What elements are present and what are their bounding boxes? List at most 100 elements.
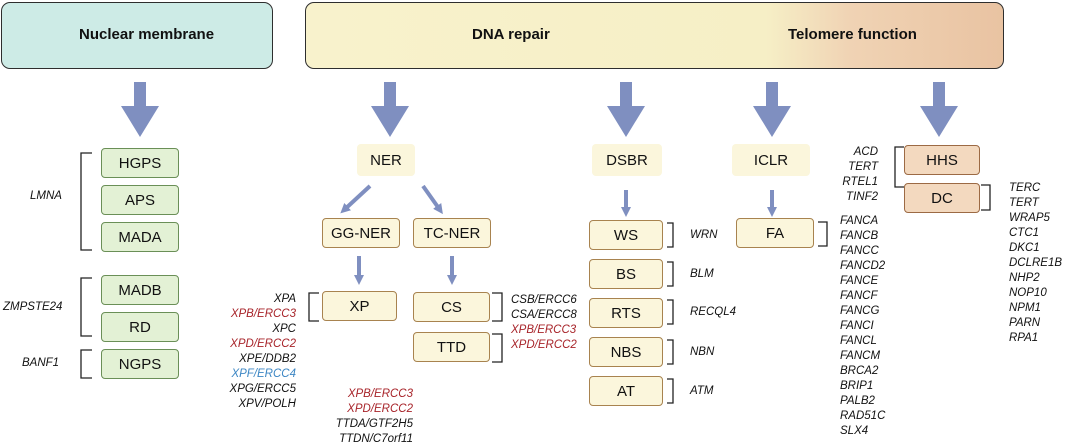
arrow-ner-tc (421, 184, 443, 215)
box-at: AT (589, 376, 663, 406)
gene-fa-1: FANCB (840, 230, 879, 242)
gene-ttd-1: XPD/ERCC2 (347, 403, 413, 415)
bracket-ttd (492, 333, 503, 363)
gene-dc-4: DKC1 (1009, 242, 1040, 254)
gene-dc-10: RPA1 (1009, 332, 1039, 344)
box-nbs: NBS (589, 337, 663, 367)
gene-blm: BLM (690, 268, 714, 280)
box-dsbr: DSBR (592, 144, 662, 176)
box-hgps: HGPS (101, 148, 179, 178)
bracket-lmna (80, 152, 92, 251)
box-ner: NER (357, 144, 415, 176)
nuclear-membrane-header: Nuclear membrane (1, 2, 273, 69)
box-madb: MADB (101, 275, 179, 305)
gene-xp-2: XPC (272, 323, 296, 335)
gene-fa-5: FANCF (840, 290, 878, 302)
bracket-zmpste24 (80, 277, 92, 337)
bracket-dc (981, 184, 991, 211)
arrow-ner (371, 82, 409, 137)
box-aps: APS (101, 185, 179, 215)
box-ngps: NGPS (101, 349, 179, 379)
gene-hhs-2: RTEL1 (842, 176, 878, 188)
gene-dc-8: NPM1 (1009, 302, 1041, 314)
gene-fa-13: RAD51C (840, 410, 886, 422)
bracket-bs (667, 261, 674, 287)
gene-hhs-3: TINF2 (846, 191, 878, 203)
gene-fa-11: BRIP1 (840, 380, 874, 392)
box-bs: BS (589, 259, 663, 289)
gene-dc-6: NHP2 (1009, 272, 1040, 284)
gene-fa-6: FANCG (840, 305, 880, 317)
gene-xp-1: XPB/ERCC3 (230, 308, 296, 320)
box-fa: FA (736, 218, 814, 248)
gene-fa-8: FANCL (840, 335, 877, 347)
box-iclr: ICLR (732, 144, 810, 176)
gene-wrn: WRN (690, 229, 718, 241)
gene-fa-0: FANCA (840, 215, 879, 227)
box-rd: RD (101, 312, 179, 342)
dna-repair-title: DNA repair (472, 26, 550, 43)
gene-hhs-1: TERT (848, 161, 878, 173)
gene-cs-0: CSB/ERCC6 (511, 294, 577, 306)
box-rts: RTS (589, 298, 663, 328)
gene-zmpste24: ZMPSTE24 (3, 301, 63, 313)
box-hhs: HHS (904, 145, 980, 175)
box-dc: DC (904, 183, 980, 213)
bracket-hhs (894, 146, 904, 188)
genes-fa: FANCA FANCB FANCC FANCD2 FANCE FANCF FAN… (840, 214, 885, 439)
bracket-xp (308, 292, 319, 322)
gene-xp-5: XPF/ERCC4 (231, 368, 296, 380)
gene-xp-0: XPA (273, 293, 296, 305)
gene-banf1: BANF1 (22, 357, 60, 369)
arrow-dsbr (607, 82, 645, 137)
gene-xp-4: XPE/DDB2 (239, 353, 296, 365)
gene-fa-14: SLX4 (840, 425, 869, 437)
box-cs: CS (413, 292, 490, 322)
gene-dc-9: PARN (1009, 317, 1041, 329)
gene-xp-7: XPV/POLH (238, 398, 296, 410)
arrow-hhs (920, 82, 958, 137)
gene-dc-2: WRAP5 (1009, 212, 1050, 224)
bracket-nbs (667, 339, 674, 365)
gene-fa-3: FANCD2 (840, 260, 886, 272)
box-gg-ner: GG-NER (322, 218, 400, 248)
arrow-ner-gg (340, 184, 372, 214)
gene-dc-5: DCLRE1B (1009, 257, 1063, 269)
box-ws: WS (589, 220, 663, 250)
big-arrows (121, 82, 958, 137)
gene-fa-9: FANCM (840, 350, 881, 362)
nuclear-membrane-title: Nuclear membrane (79, 26, 215, 43)
box-mada: MADA (101, 222, 179, 252)
gene-lmna: LMNA (30, 190, 62, 202)
arrow-iclr (753, 82, 791, 137)
gene-ttd-3: TTDN/C7orf11 (339, 433, 413, 445)
genes-hhs: ACD TERT RTEL1 TINF2 (842, 145, 878, 205)
gene-fa-12: PALB2 (840, 395, 875, 407)
gene-dc-3: CTC1 (1009, 227, 1040, 239)
gene-xp-6: XPG/ERCC5 (229, 383, 296, 395)
telomere-function-title: Telomere function (788, 26, 917, 43)
bracket-at (667, 378, 674, 404)
gene-fa-2: FANCC (840, 245, 879, 257)
dna-repair-telomere-header: DNA repair Telomere function (305, 2, 1004, 69)
genes-dc: TERC TERT WRAP5 CTC1 DKC1 DCLRE1B NHP2 N… (1009, 181, 1062, 346)
genes-cs: CSB/ERCC6 CSA/ERCC8 XPB/ERCC3 XPD/ERCC2 (511, 293, 577, 353)
gene-xp-3: XPD/ERCC2 (230, 338, 296, 350)
arrow-nuclear-membrane (121, 82, 159, 137)
box-ttd: TTD (413, 332, 490, 362)
bracket-rts (667, 299, 674, 325)
gene-fa-4: FANCE (840, 275, 879, 287)
gene-fa-7: FANCI (840, 320, 874, 332)
gene-recql4: RECQL4 (690, 306, 737, 318)
gene-dc-0: TERC (1009, 182, 1041, 194)
gene-ttd-side: XPD/ERCC2 (511, 339, 577, 351)
gene-cs-2: XPB/ERCC3 (511, 324, 577, 336)
bracket-banf1 (80, 349, 92, 379)
bracket-fa (818, 221, 828, 247)
box-xp: XP (322, 291, 397, 321)
gene-fa-10: BRCA2 (840, 365, 879, 377)
gene-dc-1: TERT (1009, 197, 1039, 209)
gene-ttd-0: XPB/ERCC3 (347, 388, 413, 400)
bracket-cs (492, 292, 503, 322)
gene-atm: ATM (690, 385, 714, 397)
